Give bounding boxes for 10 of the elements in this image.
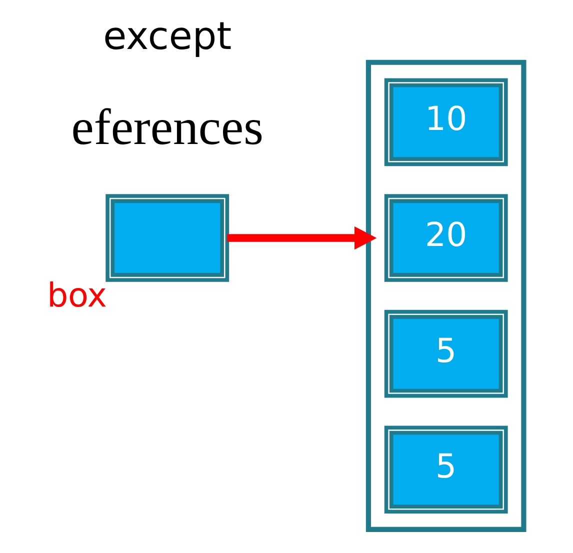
node-box: 5 xyxy=(384,426,508,514)
cluster xyxy=(365,60,526,532)
node-box: 5 xyxy=(384,310,508,398)
node-box: 10 xyxy=(384,78,508,166)
label: except xyxy=(102,15,232,59)
node-label: box xyxy=(46,275,106,314)
arrow xyxy=(226,226,376,250)
node-box: 20 xyxy=(384,194,508,282)
node-box xyxy=(105,194,229,282)
label: eferences xyxy=(70,100,263,156)
